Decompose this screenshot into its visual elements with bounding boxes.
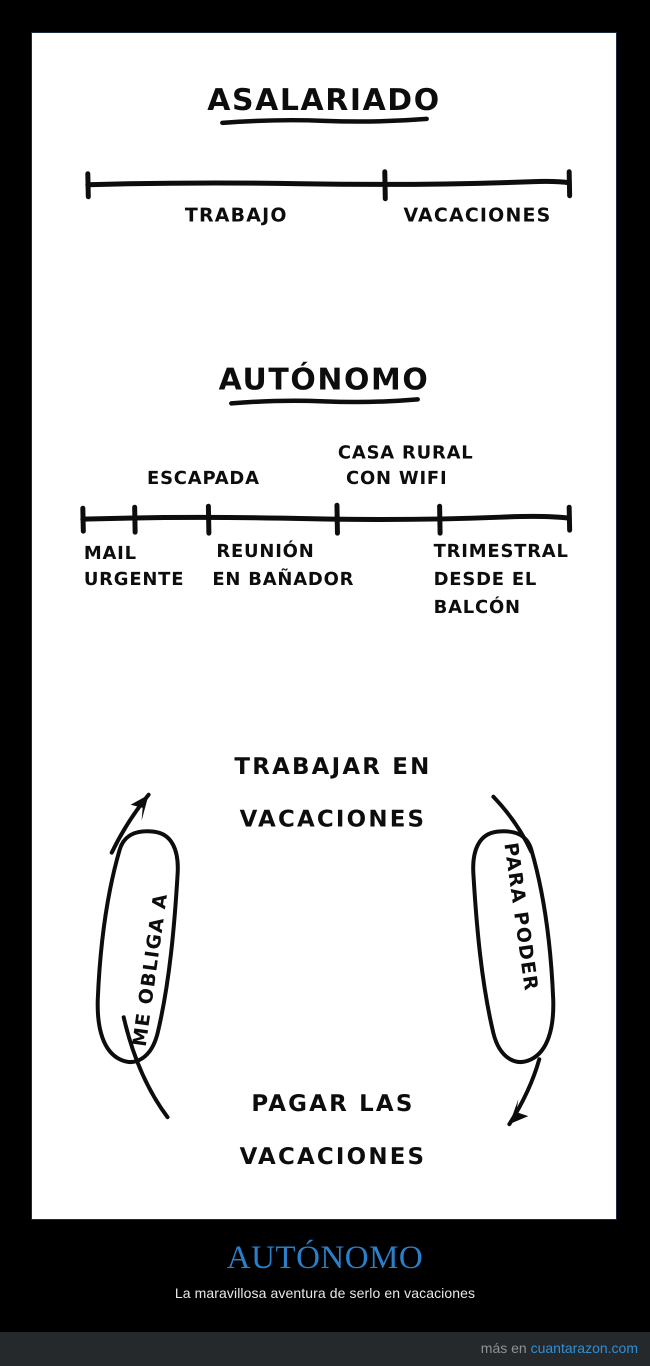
- timeline-asalariado-axis: [85, 178, 572, 188]
- heading-autonomo-underline: [229, 397, 420, 406]
- footer-title: AUTÓNOMO: [226, 1240, 424, 1276]
- timeline-autonomo-label-mail: MAIL: [84, 543, 137, 564]
- timeline-autonomo-label-casa-rural: CASA RURAL: [338, 442, 474, 463]
- source-site-link[interactable]: cuantarazon.com: [530, 1340, 638, 1356]
- timeline-autonomo-axis: [80, 513, 572, 522]
- footer: AUTÓNOMO La maravillosa aventura de serl…: [0, 1220, 650, 1332]
- timeline-asalariado-label-trabajo: TRABAJO: [185, 205, 288, 227]
- cycle-left-arrow-tail: [121, 1015, 170, 1120]
- timeline-autonomo-label-balcon: BALCÓN: [434, 596, 521, 618]
- source-prefix: más en: [480, 1340, 531, 1356]
- comic-panel-drawing: ASALARIADO TRABAJO VACACIONES AUTÓNOMO E…: [80, 83, 573, 1170]
- cycle-right-pill-shape: [471, 829, 556, 1064]
- timeline-asalariado-label-vacaciones: VACACIONES: [403, 205, 551, 227]
- timeline-autonomo-label-urgente: URGENTE: [84, 569, 184, 590]
- heading-asalariado: ASALARIADO: [207, 83, 440, 118]
- cycle-top-line-1: TRABAJAR EN: [234, 754, 431, 780]
- heading-asalariado-underline: [220, 116, 429, 126]
- cycle-left-arrow-head: [130, 794, 149, 821]
- source-bar-text: más en cuantarazon.com: [481, 1340, 638, 1356]
- timeline-autonomo-label-con-wifi: CON WIFI: [346, 468, 447, 489]
- timeline-autonomo-label-en-banador: EN BAÑADOR: [212, 568, 354, 590]
- cycle-left-pill-label: ME OBLIGA A: [129, 891, 172, 1048]
- cycle-bottom-line-2: VACACIONES: [240, 1144, 427, 1170]
- source-bar: más en cuantarazon.com: [0, 1332, 650, 1366]
- cycle-bottom-line-1: PAGAR LAS: [251, 1091, 414, 1117]
- cycle-right-arrow-head: [509, 1099, 529, 1125]
- timeline-autonomo-label-trimestral: TRIMESTRAL: [434, 541, 569, 562]
- timeline-autonomo-label-desde-el: DESDE EL: [434, 569, 538, 590]
- cycle-left-pill-shape: [95, 829, 180, 1064]
- timeline-autonomo-label-reunion: REUNIÓN: [216, 540, 314, 562]
- cycle-top-line-2: VACACIONES: [240, 807, 427, 833]
- footer-subtitle: La maravillosa aventura de serlo en vaca…: [174, 1284, 476, 1301]
- heading-autonomo: AUTÓNOMO: [219, 361, 430, 397]
- comic-panel: ASALARIADO TRABAJO VACACIONES AUTÓNOMO E…: [31, 32, 617, 1220]
- timeline-autonomo-label-escapada: ESCAPADA: [147, 468, 260, 489]
